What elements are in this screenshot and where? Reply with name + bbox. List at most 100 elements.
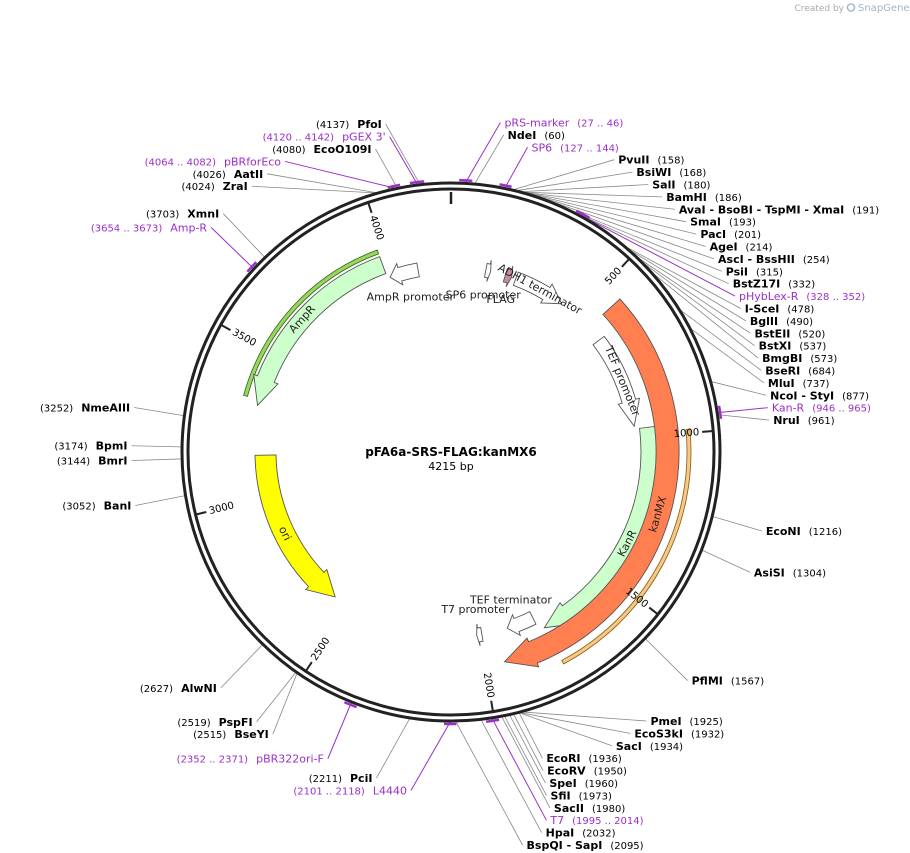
- enzyme-label-bseri[interactable]: BseRI(684): [765, 364, 835, 377]
- leader-enzyme-asisi: [702, 550, 751, 573]
- primer-label-prs-marker[interactable]: pRS-marker(27 .. 46): [504, 116, 623, 129]
- enzyme-label-bstxi[interactable]: BstXI(537): [759, 340, 827, 353]
- site-position: (1995 .. 2014): [572, 816, 644, 827]
- feature-kanmx[interactable]: [503, 298, 680, 668]
- enzyme-label-spei[interactable]: SpeI(1960): [549, 777, 618, 790]
- kanr-orientation-band: [561, 428, 692, 665]
- tick-label-3000: 3000: [208, 500, 235, 517]
- primer-label-pgex-3[interactable]: pGEX 3'(4120 .. 4142): [263, 131, 386, 144]
- enzyme-label-sacii[interactable]: SacII(1980): [554, 802, 625, 815]
- enzyme-label-bglii[interactable]: BglII(490): [750, 315, 813, 328]
- feature-tef-promoter[interactable]: [592, 335, 641, 428]
- enzyme-label-ecos3ki[interactable]: EcoS3kI(1932): [634, 727, 724, 740]
- enzyme-label-smai[interactable]: SmaI(193): [690, 216, 756, 229]
- enzyme-label-bani[interactable]: BanI(3052): [62, 500, 131, 513]
- enzyme-label-alwni[interactable]: AlwNI(2627): [140, 682, 217, 695]
- enzyme-label-ndei[interactable]: NdeI(60): [508, 129, 565, 142]
- enzyme-label-ncoi-styi[interactable]: NcoI - StyI(877): [770, 389, 869, 402]
- feature-t7-promoter[interactable]: [476, 623, 484, 646]
- site-name: BstEII: [754, 327, 790, 340]
- enzyme-label-ecorv[interactable]: EcoRV(1950): [547, 765, 627, 778]
- site-position: (946 .. 965): [812, 404, 871, 415]
- enzyme-label-ecori[interactable]: EcoRI(1936): [546, 752, 622, 765]
- feature-sp6-promoter[interactable]: [483, 260, 492, 282]
- site-position: (490): [786, 317, 813, 328]
- enzyme-label-xmni[interactable]: XmnI(3703): [146, 208, 219, 221]
- site-position: (1960): [585, 779, 618, 790]
- leader-enzyme-alwni: [220, 644, 263, 689]
- enzyme-label-sfii[interactable]: SfiI(1973): [550, 789, 612, 802]
- enzyme-label-nmeaiii[interactable]: NmeAIII(3252): [40, 401, 130, 414]
- site-name: BseRI: [765, 364, 800, 377]
- enzyme-label-zrai[interactable]: ZraI(4024): [181, 180, 247, 193]
- primer-label-l4440[interactable]: L4440(2101 .. 2118): [293, 784, 407, 797]
- primer-mark-kan-r: [717, 405, 723, 419]
- site-position: (3052): [62, 502, 95, 513]
- leader-enzyme-pspfi: [256, 672, 296, 723]
- leader-enzyme-smai: [527, 192, 687, 223]
- enzyme-label-pspfi[interactable]: PspFI(2519): [177, 716, 252, 729]
- enzyme-label-sali[interactable]: SalI(180): [652, 178, 710, 191]
- feature-adh1-terminator[interactable]: [512, 271, 563, 305]
- tick-label-3500: 3500: [230, 327, 258, 349]
- enzyme-label-pcii[interactable]: PciI(2211): [309, 772, 373, 785]
- enzyme-label-bspqi-sapi[interactable]: BspQI - SapI(2095): [527, 839, 644, 852]
- leader-primer-pgex-3: [389, 136, 418, 185]
- leader-enzyme-aatii: [267, 173, 377, 194]
- primer-label-phyblex-r[interactable]: pHybLex-R(328 .. 352): [739, 290, 865, 303]
- leader-enzyme-sacii: [501, 716, 551, 808]
- feature-flag[interactable]: [502, 265, 514, 288]
- enzyme-label-psii[interactable]: PsiI(315): [726, 265, 783, 278]
- site-position: (1936): [589, 754, 622, 765]
- site-name: pBR322ori-F: [256, 753, 324, 766]
- enzyme-label-pmei[interactable]: PmeI(1925): [650, 715, 722, 728]
- enzyme-label-asisi[interactable]: AsiSI(1304): [754, 566, 826, 579]
- enzyme-label-bpmi[interactable]: BpmI(3174): [54, 440, 127, 453]
- primer-label-pbrforeco[interactable]: pBRforEco(4064 .. 4082): [145, 155, 282, 168]
- enzyme-label-bamhi[interactable]: BamHI(186): [666, 191, 742, 204]
- enzyme-label-i-scei[interactable]: I-SceI(478): [745, 302, 815, 315]
- primer-label-sp6[interactable]: SP6(127 .. 144): [532, 141, 619, 154]
- site-name: PspFI: [219, 716, 253, 729]
- site-position: (1925): [690, 717, 723, 728]
- site-name: SP6: [532, 141, 553, 154]
- enzyme-label-avai-bsobi-tspmi-xmai[interactable]: AvaI - BsoBI - TspMI - XmaI (191): [679, 203, 879, 216]
- leader-enzyme-bani: [135, 495, 185, 506]
- enzyme-label-bsiwi[interactable]: BsiWI(168): [636, 166, 706, 179]
- site-labels: NdeI(60) PvuII(158)BsiWI(168)SalI(180)Bam…: [40, 116, 879, 852]
- enzyme-label-nrui[interactable]: NruI(961): [773, 414, 835, 427]
- enzyme-label-econi[interactable]: EcoNI(1216): [766, 525, 842, 538]
- enzyme-label-ecoo109i[interactable]: EcoO109I(4080): [272, 143, 371, 156]
- enzyme-label-bmgbi[interactable]: BmgBI(573): [762, 352, 837, 365]
- primer-label-amp-r[interactable]: Amp-R(3654 .. 3673): [91, 221, 208, 234]
- leader-enzyme-ncoi-styi: [711, 381, 767, 396]
- enzyme-label-pfoi[interactable]: PfoI(4137): [316, 118, 382, 131]
- site-name: AvaI - BsoBI - TspMI - XmaI: [679, 203, 844, 216]
- enzyme-label-pflmi[interactable]: PflMI(1567): [692, 675, 765, 688]
- enzyme-label-mlui[interactable]: MluI(737): [768, 377, 830, 390]
- feature-ori[interactable]: [254, 454, 336, 598]
- site-name: AlwNI: [181, 682, 217, 695]
- enzyme-label-bstz17i[interactable]: BstZ17I(332): [733, 278, 816, 291]
- enzyme-label-bmri[interactable]: BmrI(3144): [57, 454, 128, 467]
- feature-ampr[interactable]: [253, 256, 387, 407]
- enzyme-label-aatii[interactable]: AatII(4026): [193, 168, 264, 181]
- enzyme-label-pvuii[interactable]: PvuII(158): [618, 154, 684, 167]
- feature-tef-terminator[interactable]: [506, 611, 537, 637]
- site-position: (191): [852, 205, 879, 216]
- enzyme-label-agei[interactable]: AgeI(214): [710, 240, 773, 253]
- primer-label-t7[interactable]: T7(1995 .. 2014): [549, 814, 643, 827]
- primer-mark-phyblex-r: [575, 209, 591, 220]
- enzyme-label-paci[interactable]: PacI(201): [700, 228, 761, 241]
- enzyme-label-saci[interactable]: SacI(1934): [616, 740, 683, 753]
- primer-label-pbr322ori-f[interactable]: pBR322ori-F(2352 .. 2371): [177, 753, 324, 766]
- site-position: (2095): [610, 841, 643, 852]
- enzyme-label-hpai[interactable]: HpaI(2032): [546, 827, 616, 840]
- enzyme-label-asci-bsshii[interactable]: AscI - BssHII(254): [718, 253, 830, 266]
- site-name: SacI: [616, 740, 642, 753]
- primer-label-kan-r[interactable]: Kan-R(946 .. 965): [772, 402, 871, 415]
- credit[interactable]: Created by SnapGene: [794, 3, 909, 14]
- feature-ampr-promoter[interactable]: [389, 262, 420, 286]
- enzyme-label-bsteii[interactable]: BstEII(520): [754, 327, 825, 340]
- enzyme-label-bseyi[interactable]: BseYI(2515): [193, 728, 269, 741]
